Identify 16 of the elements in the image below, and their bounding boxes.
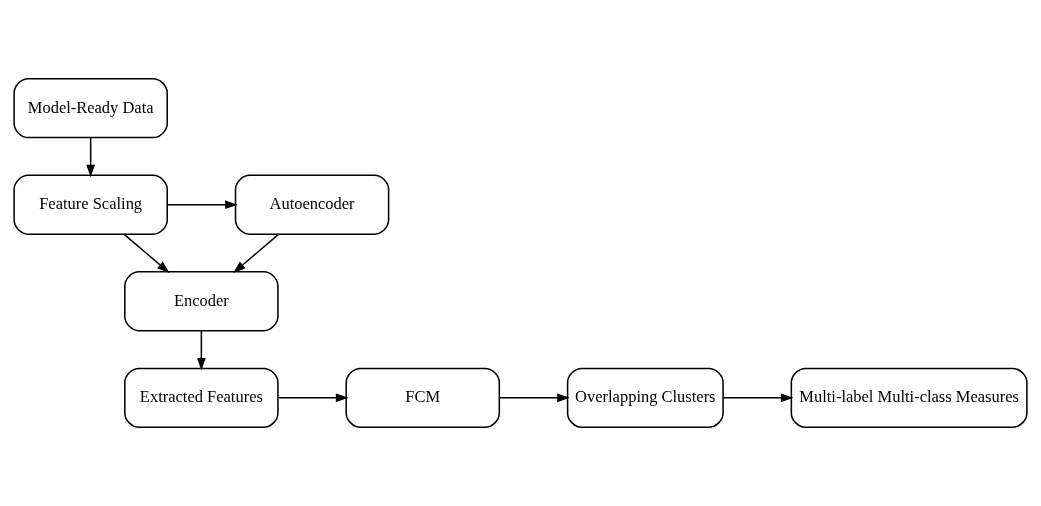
arrow [166, 200, 238, 210]
node-box: Multi-label Multi-class Measures [790, 367, 1028, 429]
node-box: FCM [345, 367, 501, 429]
arrow [197, 329, 206, 371]
node-box: Overlapping Clusters [566, 367, 724, 429]
arrow [498, 393, 570, 403]
arrow [277, 393, 349, 403]
arrow [233, 233, 280, 274]
node-box: Autoencoder [234, 174, 390, 235]
node-box: Model-Ready Data [13, 77, 168, 139]
node-box: Feature Scaling [13, 174, 168, 235]
arrow [722, 393, 794, 403]
node-box: Encoder [124, 271, 279, 332]
node-box: Extracted Features [124, 367, 279, 429]
arrow [86, 136, 96, 178]
arrow [123, 233, 170, 274]
